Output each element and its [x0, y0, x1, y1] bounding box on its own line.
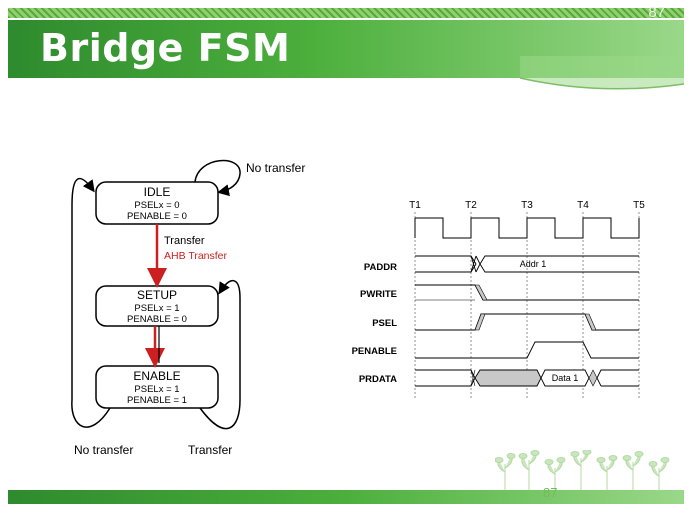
idle-self-loop-arrow	[194, 159, 241, 197]
page-title: Bridge FSM	[40, 26, 291, 70]
state-idle-psel: PSELx = 0	[134, 200, 179, 211]
idle-to-setup-label: Transfer	[164, 235, 205, 247]
state-setup-name: SETUP	[137, 288, 177, 302]
psel-waveform	[415, 313, 639, 331]
state-setup-psel: PSELx = 1	[134, 303, 179, 314]
pwrite-waveform	[415, 284, 639, 301]
prdata-data-label: Data 1	[552, 373, 579, 383]
paddr-addr-label: Addr 1	[520, 259, 547, 269]
time-markers	[414, 212, 640, 398]
time-label-t1: T1	[409, 200, 421, 211]
state-enable-penable: PENABLE = 1	[127, 395, 187, 406]
fsm-diagram: IDLE PSELx = 0 PENABLE = 0 SETUP PSELx =…	[71, 159, 305, 457]
enable-to-setup-arrow	[199, 280, 241, 430]
enable-to-setup-label: Transfer	[188, 443, 232, 457]
top-decorative-stripe	[8, 8, 684, 18]
state-idle: IDLE PSELx = 0 PENABLE = 0	[95, 181, 219, 225]
decorative-plants	[495, 450, 670, 492]
title-bar-curve	[520, 56, 684, 90]
state-enable: ENABLE PSELx = 1 PENABLE = 1	[95, 365, 219, 409]
state-idle-name: IDLE	[144, 185, 171, 199]
state-setup: SETUP PSELx = 1 PENABLE = 0	[95, 285, 219, 327]
time-label-t3: T3	[521, 200, 533, 211]
state-idle-penable: PENABLE = 0	[127, 211, 187, 222]
signal-label-penable: PENABLE	[352, 346, 397, 357]
time-label-t2: T2	[465, 200, 477, 211]
signal-label-paddr: PADDR	[364, 262, 397, 273]
paddr-waveform	[415, 255, 639, 273]
page-number-footer: 87	[543, 485, 558, 500]
time-label-t4: T4	[577, 200, 589, 211]
clock-waveform	[415, 217, 640, 239]
state-setup-penable: PENABLE = 0	[127, 314, 187, 325]
enable-to-idle-arrow	[71, 177, 111, 428]
timing-diagram: T1 T2 T3 T4 T5 PADDR PWRITE PSEL PENABLE…	[352, 200, 645, 398]
penable-waveform	[415, 341, 639, 359]
page-number: 87	[648, 4, 665, 21]
state-enable-name: ENABLE	[133, 369, 180, 383]
signal-label-pwrite: PWRITE	[360, 289, 397, 300]
idle-self-loop-label: No transfer	[246, 161, 305, 175]
signal-label-prdata: PRDATA	[359, 374, 397, 385]
state-enable-psel: PSELx = 1	[134, 384, 179, 395]
idle-to-setup-red-label: AHB Transfer	[164, 250, 228, 262]
prdata-waveform	[415, 369, 639, 387]
bottom-decorative-stripe	[8, 490, 684, 504]
time-label-t5: T5	[633, 200, 645, 211]
signal-label-psel: PSEL	[372, 318, 397, 329]
enable-to-idle-label: No transfer	[74, 443, 133, 457]
